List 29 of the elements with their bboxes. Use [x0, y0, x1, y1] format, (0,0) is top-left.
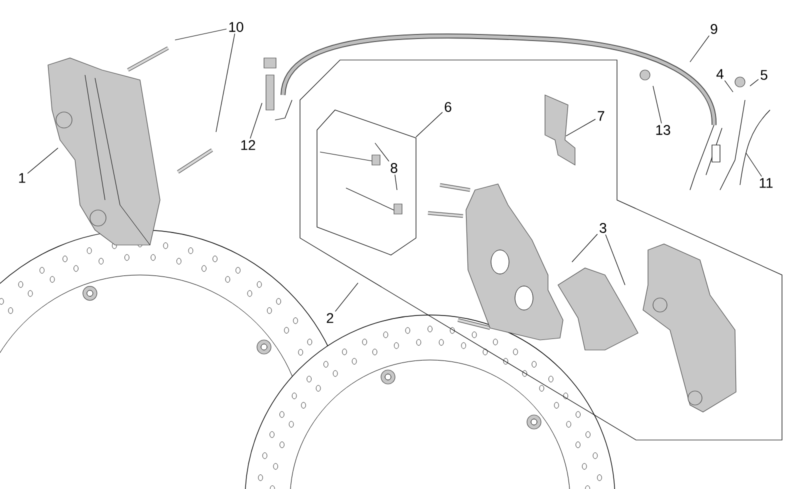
- leader-line: [374, 142, 390, 162]
- callout-number: 1: [19, 173, 26, 183]
- callout-number: 9: [710, 24, 718, 34]
- callout-number: 11: [760, 178, 773, 188]
- callout-number: 3: [600, 223, 606, 233]
- leader-line: [690, 35, 710, 62]
- callout-number: 12: [241, 140, 256, 150]
- leader-line: [746, 152, 762, 177]
- leader-line: [572, 234, 598, 262]
- leader-line: [724, 80, 734, 92]
- leader-line: [394, 174, 398, 190]
- callout-number: 6: [444, 102, 452, 112]
- callout-number: 7: [598, 111, 604, 121]
- leader-line: [334, 282, 358, 312]
- callout-number: 2: [326, 313, 334, 323]
- leader-line: [605, 234, 626, 286]
- callout-number: 13: [656, 125, 670, 135]
- leader-line: [566, 118, 596, 136]
- leader-line: [652, 86, 662, 124]
- leader-line: [750, 79, 759, 86]
- callout-number: 8: [390, 163, 398, 173]
- leader-line: [216, 33, 236, 132]
- leader-line: [250, 102, 262, 139]
- callout-number: 4: [716, 69, 724, 79]
- leader-line: [174, 28, 227, 40]
- callout-number: 10: [229, 22, 244, 32]
- leader-line: [27, 148, 58, 174]
- leader-line: [416, 112, 443, 138]
- callout-number: 5: [760, 70, 768, 80]
